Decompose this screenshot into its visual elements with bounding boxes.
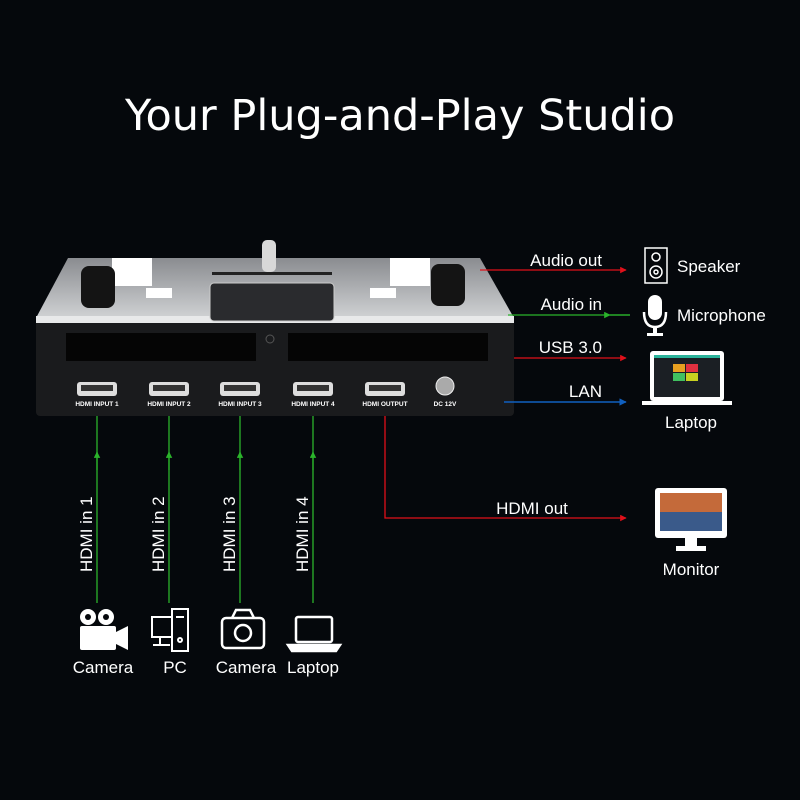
knob-left [81, 266, 115, 308]
hdmi-out-label: HDMI out [496, 499, 568, 518]
usb-label: USB 3.0 [539, 338, 602, 357]
speaker-icon [644, 247, 668, 284]
device-ports: HDMI INPUT 1 HDMI INPUT 2 HDMI INPUT 3 HDMI… [75, 376, 457, 408]
page-title: Your Plug-and-Play Studio [124, 91, 675, 141]
port-label: DC 12V [434, 401, 457, 408]
desktop-pc-icon [151, 608, 189, 652]
port-label: HDMI INPUT 2 [147, 401, 191, 408]
speaker-label: Speaker [677, 257, 741, 276]
knob-right [431, 264, 465, 306]
port-label: HDMI INPUT 1 [75, 401, 119, 408]
video-camera-icon [80, 609, 128, 650]
input-device-label: PC [163, 658, 187, 677]
microphone-label: Microphone [677, 306, 766, 325]
laptop-icon [285, 615, 343, 653]
hdmi-in-label: HDMI in 1 [77, 496, 96, 572]
port-label: HDMI INPUT 3 [218, 401, 262, 408]
audio-out-label: Audio out [530, 251, 602, 270]
port-label: HDMI INPUT 4 [291, 401, 335, 408]
hdmi-port-slot [224, 385, 256, 391]
hdmi-out-arrow [384, 416, 627, 522]
port-label: HDMI OUTPUT [362, 401, 407, 408]
monitor-icon [655, 488, 727, 551]
hdmi-in-label: HDMI in 3 [220, 496, 239, 572]
input-connections: HDMI in 1 HDMI in 2 HDMI in 3 HDMI in 4 [77, 416, 317, 603]
hdmi-port-slot [369, 385, 401, 391]
hdmi-port-slot [81, 385, 113, 391]
audio-in-label: Audio in [541, 295, 602, 314]
microphone-icon [642, 295, 668, 336]
photo-camera-icon [220, 608, 266, 650]
input-device-label: Laptop [287, 658, 339, 677]
dc-power-jack [435, 376, 455, 396]
hdmi-in-label: HDMI in 4 [293, 496, 312, 572]
laptop-screen-icon [642, 351, 732, 405]
input-device-label: Camera [216, 658, 277, 677]
monitor-label: Monitor [663, 560, 720, 579]
hdmi-port-slot [153, 385, 185, 391]
input-device-label: Camera [73, 658, 134, 677]
lan-label: LAN [569, 382, 602, 401]
hdmi-in-label: HDMI in 2 [149, 496, 168, 572]
hdmi-port-slot [297, 385, 329, 391]
laptop-output-label: Laptop [665, 413, 717, 432]
